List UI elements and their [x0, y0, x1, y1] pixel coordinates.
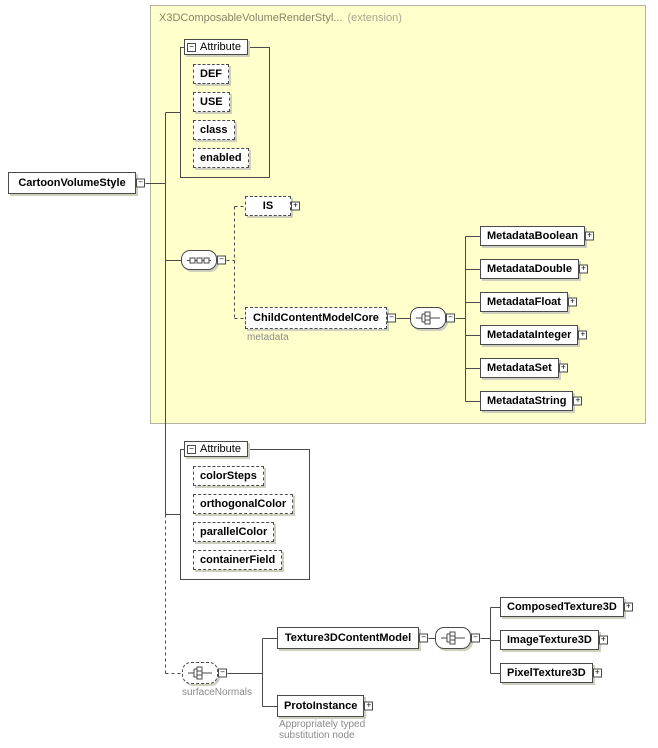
label: colorSteps: [200, 470, 257, 482]
label: ProtoInstance: [284, 700, 358, 712]
label: parallelColor: [200, 526, 268, 538]
attribute-enabled: enabled: [193, 148, 249, 168]
expand-toggle-icon[interactable]: +: [598, 635, 608, 645]
choice-compositor-surfacenormals: −: [182, 662, 227, 684]
label: MetadataSet: [487, 362, 552, 374]
attribute-group-label: Attribute: [200, 443, 241, 455]
extension-title: X3DComposableVolumeRenderStyl... (extensi…: [159, 12, 402, 24]
connector-metadata-fanout: [455, 236, 481, 402]
element-ProtoInstance[interactable]: ProtoInstance +: [277, 695, 374, 717]
label: enabled: [200, 152, 242, 164]
label: MetadataBoolean: [487, 230, 579, 242]
expand-toggle-icon[interactable]: +: [578, 330, 588, 340]
label: IS: [262, 200, 274, 212]
collapse-toggle-icon[interactable]: −: [218, 668, 227, 678]
choice-icon: [416, 311, 440, 325]
label: class: [200, 124, 228, 136]
label: MetadataFloat: [487, 296, 561, 308]
connector-sequence-children: [226, 206, 246, 319]
expand-toggle-icon[interactable]: +: [567, 297, 577, 307]
attribute-group-style-header: − Attribute: [184, 441, 248, 457]
label: containerField: [200, 554, 276, 566]
sequence-compositor: −: [181, 250, 226, 270]
label: CartoonVolumeStyle: [18, 177, 126, 189]
expand-toggle-icon[interactable]: +: [573, 396, 583, 406]
collapse-toggle-icon[interactable]: −: [471, 633, 480, 643]
collapse-toggle-icon[interactable]: −: [136, 178, 145, 188]
label: DEF: [200, 68, 222, 80]
choice-compositor-metadata: −: [410, 307, 455, 329]
choice-icon: [188, 666, 212, 680]
element-PixelTexture3D[interactable]: PixelTexture3D +: [500, 663, 602, 683]
element-ImageTexture3D[interactable]: ImageTexture3D +: [500, 630, 608, 650]
element-MetadataBoolean[interactable]: MetadataBoolean +: [480, 226, 595, 246]
collapse-toggle-icon[interactable]: −: [187, 444, 196, 454]
expand-toggle-icon[interactable]: +: [585, 231, 595, 241]
label: ChildContentModelCore: [253, 312, 379, 324]
connector-surfacenormals-children: [227, 638, 278, 707]
extension-block: X3DComposableVolumeRenderStyl... (extensi…: [150, 5, 646, 424]
label: USE: [200, 96, 223, 108]
expand-toggle-icon[interactable]: +: [558, 363, 568, 373]
protoinstance-caption: Appropriately typed substitution node: [279, 719, 365, 741]
element-CartoonVolumeStyle[interactable]: CartoonVolumeStyle −: [8, 172, 145, 194]
label: MetadataString: [487, 395, 567, 407]
element-MetadataSet[interactable]: MetadataSet +: [480, 358, 568, 378]
label: ImageTexture3D: [507, 634, 592, 646]
connector-to-surfacenormals: [165, 514, 183, 674]
expand-toggle-icon[interactable]: +: [592, 668, 602, 678]
collapse-toggle-icon[interactable]: −: [446, 313, 455, 323]
element-IS[interactable]: IS +: [245, 196, 300, 216]
element-Texture3DContentModel[interactable]: Texture3DContentModel −: [277, 627, 428, 649]
element-ChildContentModelCore[interactable]: ChildContentModelCore −: [245, 307, 396, 329]
attribute-DEF: DEF: [193, 64, 229, 84]
element-MetadataFloat[interactable]: MetadataFloat +: [480, 292, 577, 312]
attribute-colorSteps: colorSteps: [193, 466, 264, 486]
metadata-caption: metadata: [247, 332, 289, 343]
attribute-orthogonalColor: orthogonalColor: [193, 494, 294, 514]
connector-texture-fanout: [480, 607, 501, 674]
attribute-group-core-header: − Attribute: [184, 39, 248, 55]
extension-tag: (extension): [347, 12, 402, 24]
expand-toggle-icon[interactable]: +: [623, 602, 633, 612]
element-MetadataDouble[interactable]: MetadataDouble +: [480, 259, 588, 279]
attribute-class: class: [193, 120, 235, 140]
attribute-containerField: containerField: [193, 550, 283, 570]
label: Texture3DContentModel: [284, 632, 412, 644]
protoinstance-caption-line2: substitution node: [279, 730, 355, 741]
element-ComposedTexture3D[interactable]: ComposedTexture3D +: [500, 597, 633, 617]
choice-compositor-textures: −: [435, 627, 480, 649]
connector-root-trunk: [145, 112, 166, 515]
expand-toggle-icon[interactable]: +: [578, 264, 588, 274]
expand-toggle-icon[interactable]: +: [291, 201, 300, 211]
element-MetadataString[interactable]: MetadataString +: [480, 391, 583, 411]
expand-toggle-icon[interactable]: +: [364, 701, 374, 711]
choice-icon: [441, 631, 465, 645]
collapse-toggle-icon[interactable]: −: [419, 633, 428, 643]
collapse-toggle-icon[interactable]: −: [187, 42, 196, 52]
attribute-parallelColor: parallelColor: [193, 522, 275, 542]
element-MetadataInteger[interactable]: MetadataInteger +: [480, 325, 588, 345]
label: orthogonalColor: [200, 498, 287, 510]
attribute-group-label: Attribute: [200, 41, 241, 53]
surfacenormals-caption: surfaceNormals: [182, 687, 253, 698]
attribute-USE: USE: [193, 92, 230, 112]
label: PixelTexture3D: [507, 667, 586, 679]
protoinstance-caption-line1: Appropriately typed: [279, 719, 366, 730]
collapse-toggle-icon[interactable]: −: [217, 255, 226, 265]
extension-base-type: X3DComposableVolumeRenderStyl...: [159, 12, 343, 24]
label: MetadataInteger: [487, 329, 572, 341]
label: ComposedTexture3D: [507, 601, 617, 613]
collapse-toggle-icon[interactable]: −: [387, 313, 396, 323]
label: MetadataDouble: [487, 263, 572, 275]
sequence-icon: [187, 257, 211, 263]
